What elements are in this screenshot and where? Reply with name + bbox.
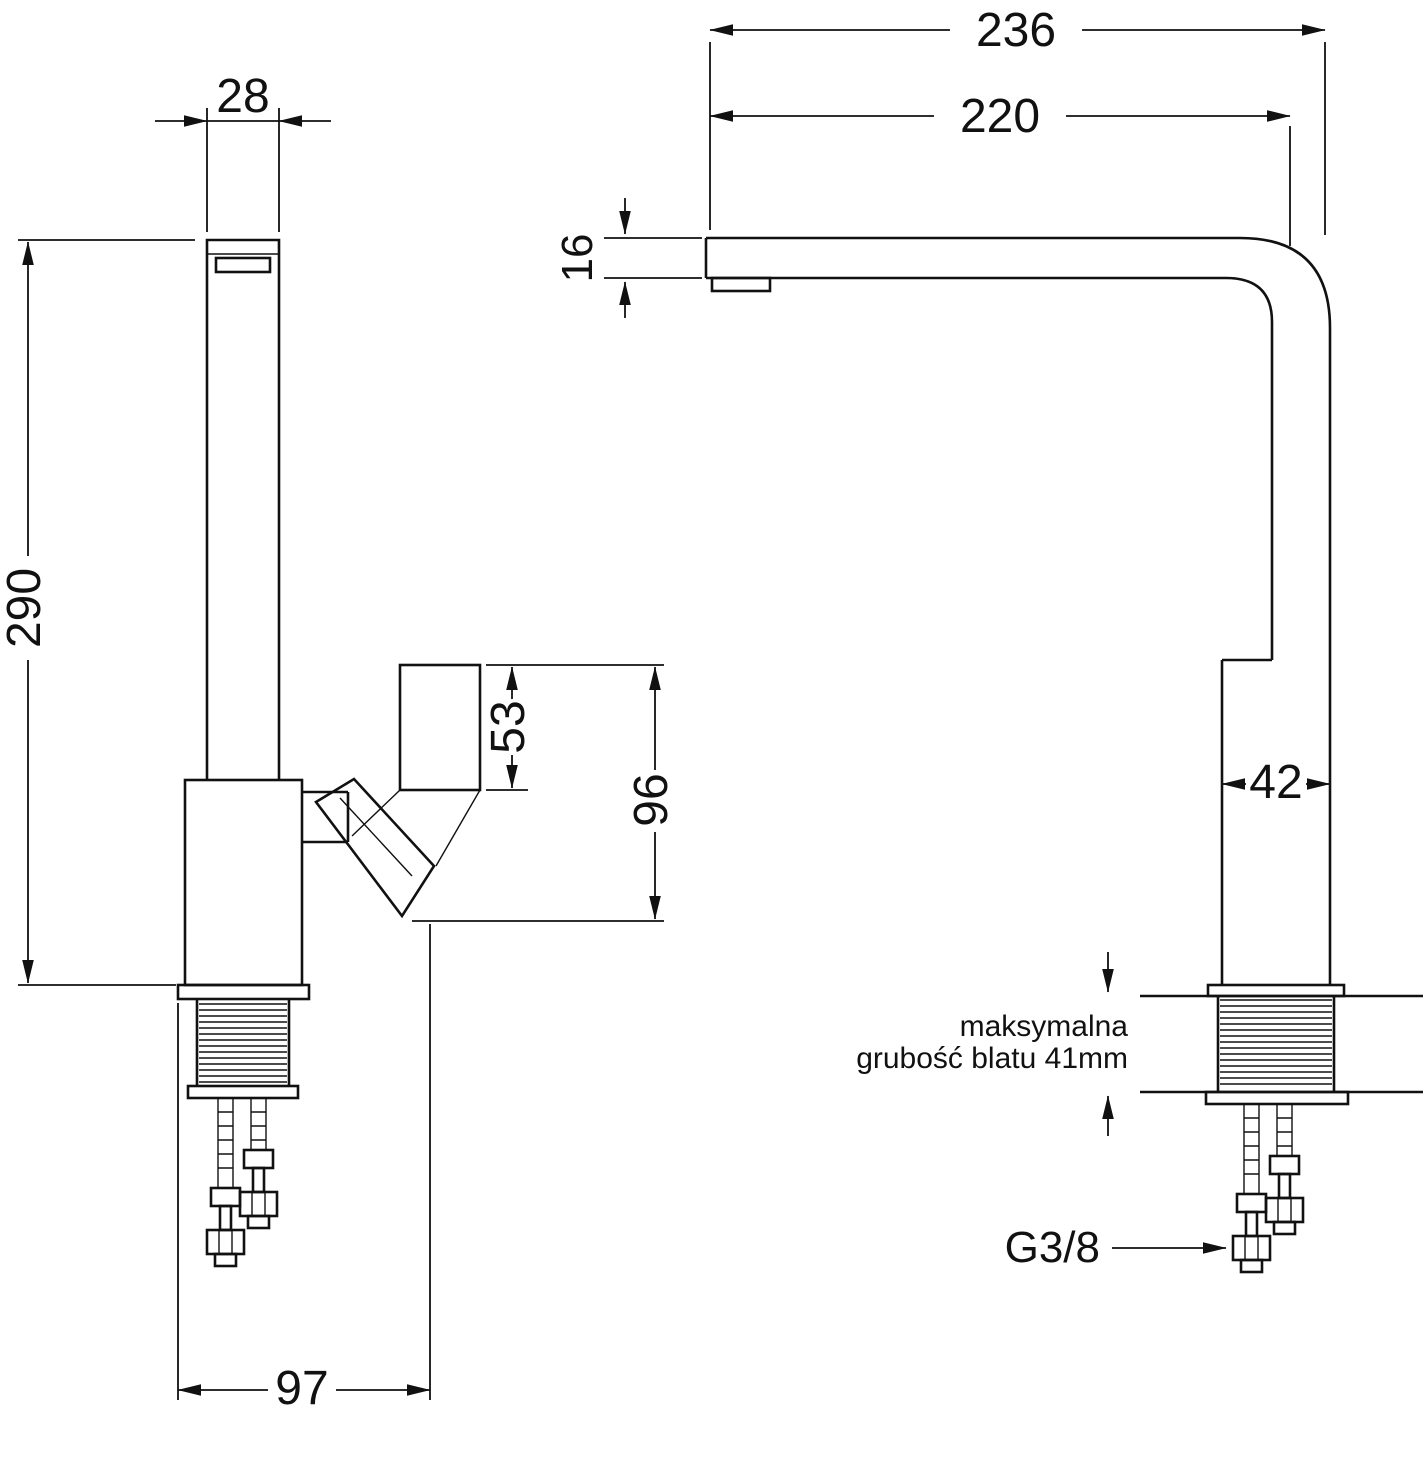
- dim-label-97: 97: [275, 1362, 328, 1415]
- spout-column: [205, 238, 281, 780]
- dim-label-53: 53: [482, 700, 535, 753]
- dim-thickness-16: 16: [553, 198, 702, 318]
- dim-handle-53: 53: [482, 664, 664, 791]
- base-flange: [176, 983, 311, 1001]
- hose-nut-left: [205, 1228, 246, 1256]
- dim-body-42: 42: [1221, 756, 1331, 809]
- counter-note-line2: grubość blatu 41mm: [856, 1042, 1128, 1075]
- countertop-hatch-left: [1140, 996, 1218, 1092]
- dim-height-290: 290: [0, 239, 195, 986]
- dim-reach-220: 220: [709, 90, 1291, 246]
- handle-hinge: [302, 790, 350, 844]
- dim-label-290: 290: [0, 568, 51, 648]
- dim-label-42: 42: [1249, 756, 1302, 809]
- mounting-thread-front: [186, 999, 300, 1100]
- side-view: maksymalna grubość blatu 41mm 236 220: [553, 4, 1423, 1274]
- front-view: 28 290 53 96 97: [0, 70, 678, 1415]
- dim-label-236: 236: [976, 4, 1056, 57]
- mounting-washer: [186, 1084, 300, 1100]
- hose-nut-right: [238, 1190, 279, 1218]
- mounting-washer-side: [1204, 1090, 1350, 1106]
- counter-note-line1: maksymalna: [960, 1010, 1129, 1043]
- aerator-side: [710, 276, 772, 293]
- supply-hoses-side: [1231, 1102, 1305, 1274]
- dim-label-16: 16: [553, 234, 602, 283]
- dim-label-28: 28: [216, 70, 269, 123]
- countertop-hatch-right: [1334, 996, 1423, 1092]
- dim-label-96: 96: [625, 773, 678, 826]
- faucet-body-side: [1206, 658, 1346, 998]
- aerator-front: [214, 256, 272, 274]
- supply-hoses: [205, 1098, 279, 1268]
- handle-lever: [302, 663, 482, 919]
- spout-arm: [704, 236, 1332, 985]
- faucet-body-front: [176, 778, 311, 1001]
- dim-depth-97: 97: [177, 924, 431, 1415]
- dim-label-220: 220: [960, 90, 1040, 143]
- thread-size-label: G3/8: [1005, 1223, 1100, 1272]
- dim-width-28: 28: [155, 70, 331, 232]
- mounting-thread-side: [1204, 996, 1350, 1106]
- dim-reach-236: 236: [709, 4, 1326, 235]
- handle-knob: [398, 663, 482, 792]
- dim-handle-96: 96: [412, 666, 678, 922]
- countertop-section: maksymalna grubość blatu 41mm: [856, 952, 1423, 1136]
- base-flange-side: [1206, 983, 1346, 998]
- thread-callout: G3/8: [1005, 1223, 1227, 1272]
